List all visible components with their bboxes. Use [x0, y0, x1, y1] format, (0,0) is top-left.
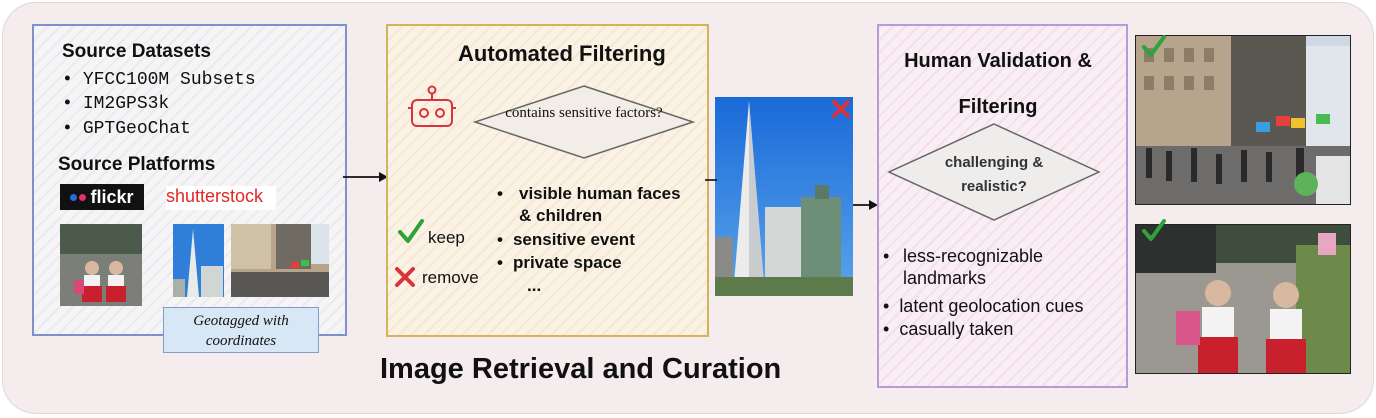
robot-icon — [408, 85, 456, 127]
criteria-item: • visible human faces & children — [497, 184, 681, 225]
thumbnail-parade-photo — [231, 224, 329, 297]
thumbnail-children-photo — [60, 224, 142, 306]
human-criteria-item: •latent geolocation cues — [883, 296, 1084, 316]
x-mark-icon — [395, 267, 415, 287]
human-validation-title: Human Validation & Filtering — [904, 50, 1092, 118]
dataset-item: YFCC100M Subsets — [62, 70, 256, 90]
criteria-item: •private space — [497, 253, 622, 272]
accepted-children-photo — [1135, 224, 1351, 374]
x-mark-icon — [832, 100, 850, 118]
checkmark-icon — [398, 219, 424, 243]
dataset-item: GPTGeoChat — [62, 119, 191, 139]
geotag-note: Geotagged with coordinates — [163, 307, 319, 353]
arrow-icon — [853, 200, 878, 210]
filtered-tower-photo — [715, 97, 853, 296]
automated-filtering-panel — [386, 24, 709, 337]
checkmark-icon — [1142, 35, 1166, 57]
automated-question: contains sensitive factors? — [505, 105, 663, 121]
criteria-ellipsis: ... — [527, 276, 542, 295]
human-criteria-item: •casually taken — [883, 319, 1014, 339]
flickr-logo: flickr — [60, 184, 144, 210]
arrow-icon — [343, 172, 388, 182]
criteria-item: •sensitive event — [497, 230, 635, 249]
keep-label: keep — [428, 228, 465, 247]
dataset-item: IM2GPS3k — [62, 94, 169, 114]
source-platforms-title: Source Platforms — [58, 154, 216, 175]
source-datasets-title: Source Datasets — [62, 41, 211, 62]
accepted-parade-photo — [1135, 35, 1351, 205]
shutterstock-logo: shutterstock — [166, 186, 276, 210]
connector-line — [705, 179, 717, 181]
decision-diamond — [473, 85, 695, 159]
checkmark-icon — [1142, 219, 1166, 241]
remove-label: remove — [422, 268, 479, 287]
human-question: challenging & realistic? — [944, 154, 1044, 195]
automated-filtering-title: Automated Filtering — [458, 41, 666, 66]
decision-diamond — [887, 123, 1101, 221]
human-criteria-item: • less-recognizable landmarks — [883, 246, 1044, 288]
main-title: Image Retrieval and Curation — [380, 353, 782, 385]
thumbnail-tower-photo — [173, 224, 224, 297]
